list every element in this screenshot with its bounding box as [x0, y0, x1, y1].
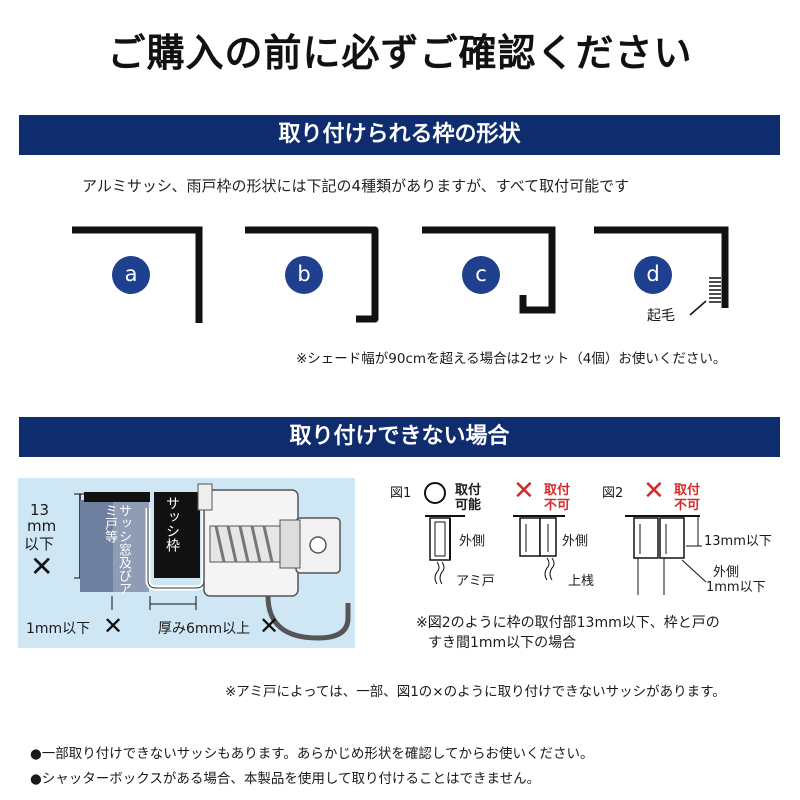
- fig1-diagram: [425, 515, 565, 585]
- fig2-dim2-line2: 1mm以下: [706, 580, 766, 595]
- fig2-dim1: 13mm以下: [704, 534, 772, 549]
- thickness-label: 厚み6mm以上: [158, 621, 251, 637]
- compatible-description: アルミサッシ、雨戸枠の形状には下記の4種類がありますが、すべて取付可能です: [82, 177, 630, 195]
- ng-cross-icon-fig2: ✕: [643, 476, 665, 506]
- shape-b-badge: b: [285, 256, 323, 294]
- shape-d-badge: d: [634, 256, 672, 294]
- height-label-number: 13: [30, 501, 50, 519]
- frame-shape-c: [422, 226, 556, 314]
- ng-cross-icon: ✕: [513, 476, 535, 506]
- bracket-illustration: [74, 483, 351, 641]
- ng-mark-height: ✕: [30, 550, 54, 583]
- section-heading-compatible-frames: 取り付けられる枠の形状: [19, 115, 780, 155]
- frame-shape-d: [594, 226, 729, 308]
- frame-label: サッシ枠: [164, 496, 180, 552]
- fig2-ng-text-1: 取付: [674, 483, 701, 498]
- fig1-label: 図1: [390, 486, 412, 501]
- frame-shape-b: [245, 226, 379, 323]
- set-count-note: ※シェード幅が90cmを超える場合は2セット（4個）お使いください。: [296, 351, 727, 367]
- frame-shape-a: [72, 226, 203, 323]
- fig2-dim2-line1: 外側: [713, 565, 740, 580]
- fig1-screen-label: アミ戸: [456, 574, 495, 589]
- fig2-ng-text-2: 不可: [674, 498, 701, 513]
- fig-note-line1: ※図2のように枠の取付部13mm以下、枠と戸の: [416, 615, 720, 631]
- page-title: ご購入の前に必ずご確認ください: [107, 31, 693, 75]
- fig1-ok-text-2: 可能: [455, 498, 482, 513]
- window-label: サッシ窓及びアミ戸等: [102, 504, 131, 595]
- brush-pile-icon: [709, 277, 721, 303]
- fig1-outer-ok: 外側: [459, 534, 486, 549]
- frame-shapes-diagram: [72, 226, 729, 323]
- shape-c-badge: c: [462, 256, 500, 294]
- gap-label: 1mm以下: [26, 621, 91, 637]
- brush-note: 起毛: [647, 308, 675, 324]
- bullet-item: ●シャッターボックスがある場合、本製品を使用して取り付けることはできません。: [30, 771, 541, 787]
- fig1-ng-text-2: 不可: [544, 498, 571, 513]
- fig2-label: 図2: [602, 486, 624, 501]
- screen-note: ※アミ戸によっては、一部、図1の×のように取り付けできないサッシがあります。: [225, 684, 726, 700]
- bullet-item: ●一部取り付けできないサッシもあります。あらかじめ形状を確認してからお使いくださ…: [30, 746, 594, 762]
- fig1-outer-ng: 外側: [562, 534, 589, 549]
- height-label-unit: mm: [27, 517, 57, 535]
- ng-mark-gap: ✕: [103, 612, 124, 640]
- fig1-ng-text-1: 取付: [544, 483, 571, 498]
- fig1-ok-text-1: 取付: [455, 483, 482, 498]
- height-label-limit: 以下: [24, 535, 55, 553]
- ng-mark-thickness: ✕: [259, 612, 280, 640]
- fig2-diagram: [625, 515, 707, 595]
- fig-note-line2: すき間1mm以下の場合: [428, 635, 577, 651]
- section-heading-not-installable: 取り付けできない場合: [19, 417, 780, 457]
- ok-circle-icon: [424, 482, 446, 504]
- shape-a-badge: a: [112, 256, 150, 294]
- fig1-rail-label: 上桟: [568, 574, 595, 589]
